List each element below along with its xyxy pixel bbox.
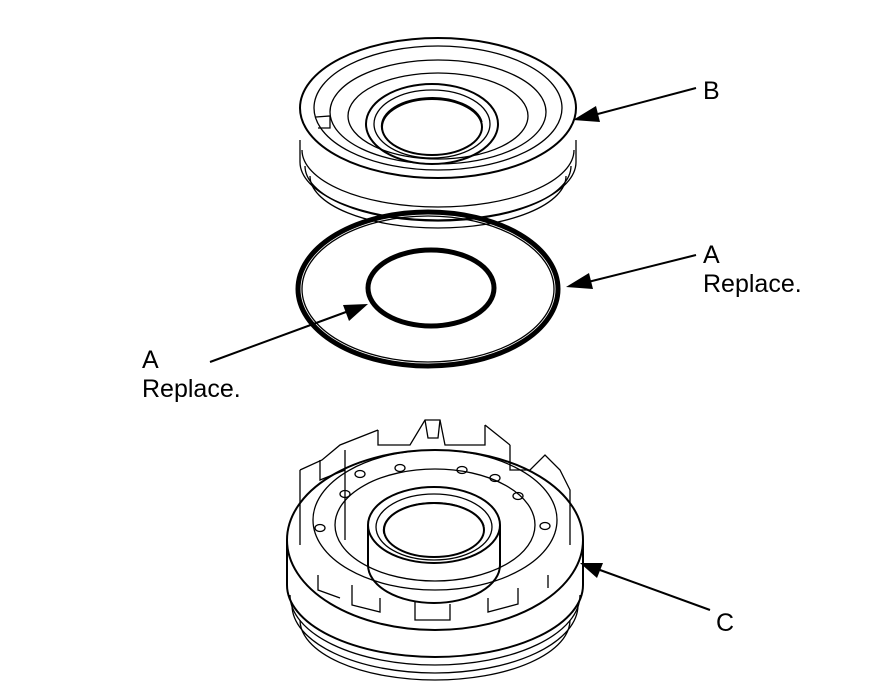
label-a-outer-note: Replace. <box>703 270 802 298</box>
leader-line-b <box>573 87 697 122</box>
leader-line-c <box>580 563 711 611</box>
o-ring-seals-part-a <box>295 209 561 369</box>
label-a-outer-letter: A <box>703 241 720 269</box>
leader-line-a-outer <box>566 254 697 289</box>
label-a-inner-letter: A <box>142 346 159 374</box>
housing-part-c <box>286 419 584 681</box>
label-a-inner-note: Replace. <box>142 375 241 403</box>
label-c: C <box>716 609 734 637</box>
leader-line-a-inner <box>209 304 368 363</box>
piston-part-b <box>299 37 577 229</box>
label-b: B <box>703 77 720 105</box>
